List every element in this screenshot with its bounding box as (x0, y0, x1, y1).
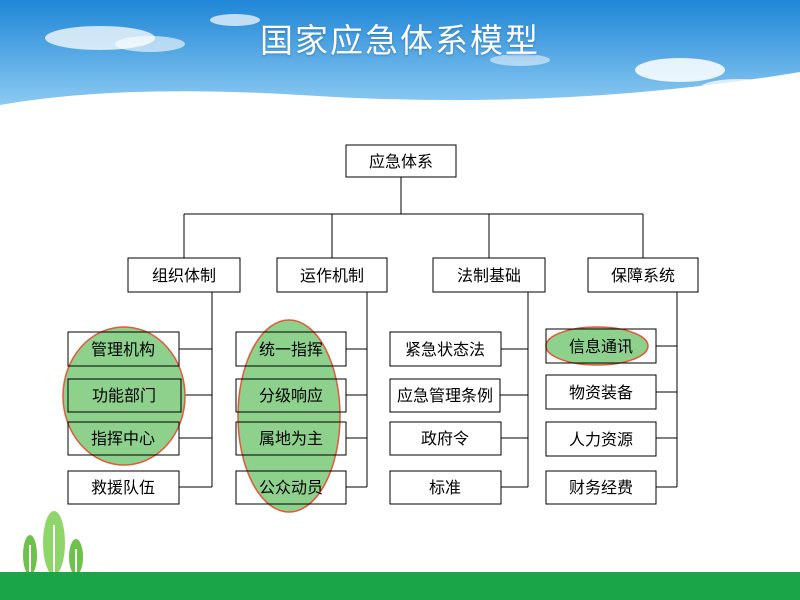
category-node-legal: 法制基础 (432, 257, 546, 293)
item-label: 政府令 (421, 429, 469, 448)
category-node-support: 保障系统 (587, 257, 699, 293)
item-label: 人力资源 (569, 430, 633, 449)
highlight-ellipse-operation (237, 319, 341, 513)
item-node-functional-dept: 功能部门 (67, 378, 182, 413)
sky-header: 国家应急体系模型 (0, 0, 800, 112)
item-label: 功能部门 (92, 386, 156, 405)
bottom-bar (0, 572, 800, 600)
item-node-finance: 财务经费 (545, 470, 657, 505)
item-node-regulations: 应急管理条例 (389, 378, 501, 413)
sky-background (0, 0, 800, 105)
root-label: 应急体系 (369, 152, 433, 171)
item-label: 应急管理条例 (397, 386, 493, 405)
item-node-management: 管理机构 (67, 331, 180, 367)
item-node-graded-response: 分级响应 (235, 378, 347, 413)
bracket-connectors (179, 292, 678, 488)
category-label: 保障系统 (611, 266, 675, 285)
item-label: 统一指挥 (259, 340, 323, 359)
item-node-public-mobilization: 公众动员 (235, 470, 347, 505)
item-node-communication: 信息通讯 (545, 328, 657, 364)
item-node-territorial: 属地为主 (235, 421, 347, 456)
item-node-unified-command: 统一指挥 (235, 331, 347, 367)
item-node-rescue-team: 救援队伍 (67, 470, 180, 505)
item-label: 标准 (429, 478, 461, 497)
category-node-organization: 组织体制 (127, 257, 241, 293)
item-node-emergency-law: 紧急状态法 (389, 331, 502, 367)
root-node: 应急体系 (345, 144, 457, 178)
category-label: 组织体制 (152, 266, 216, 285)
item-label: 管理机构 (91, 340, 155, 359)
item-label: 救援队伍 (91, 478, 155, 497)
item-label: 信息通讯 (569, 337, 633, 356)
category-node-operation: 运作机制 (276, 257, 388, 293)
item-label: 分级响应 (259, 386, 323, 405)
item-node-command-center: 指挥中心 (67, 421, 180, 456)
category-label: 法制基础 (457, 266, 521, 285)
item-node-materials: 物资装备 (545, 374, 657, 410)
item-label: 公众动员 (259, 478, 323, 497)
item-label: 紧急状态法 (405, 340, 485, 359)
item-label: 属地为主 (259, 429, 323, 448)
item-label: 指挥中心 (91, 429, 155, 448)
item-node-government-order: 政府令 (389, 421, 502, 456)
item-node-human-resources: 人力资源 (545, 421, 657, 457)
slide-title: 国家应急体系模型 (260, 21, 540, 60)
item-label: 物资装备 (569, 383, 633, 402)
item-label: 财务经费 (569, 478, 633, 497)
highlight-ellipse-organization (62, 326, 186, 466)
item-node-standards: 标准 (389, 470, 502, 505)
tree-connectors (183, 177, 644, 258)
category-label: 运作机制 (300, 266, 364, 285)
